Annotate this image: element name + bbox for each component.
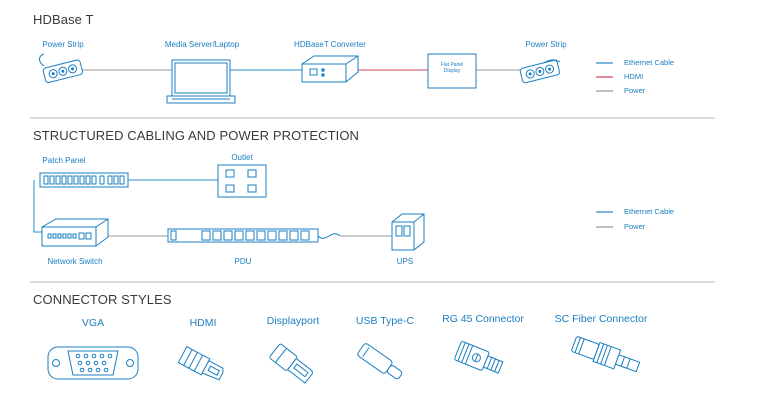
label-pdu: PDU: [234, 257, 252, 266]
connector-label-displayport: Displayport: [266, 315, 320, 327]
hdmi-connector-icon: [177, 346, 224, 381]
connector-label-vga: VGA: [81, 317, 105, 329]
usb-type-c-connector-icon: [357, 343, 403, 380]
laptop-icon: [166, 59, 236, 104]
legend-ethernet-label: Ethernet Cable: [624, 58, 675, 67]
label-network-switch: Network Switch: [47, 257, 103, 266]
rg45-connector-icon: [454, 341, 504, 374]
network-switch-icon: [41, 218, 109, 247]
label-outlet: Outlet: [231, 153, 253, 162]
connector-label-sc-fiber: SC Fiber Connector: [554, 313, 648, 325]
label-patch-panel: Patch Panel: [42, 156, 86, 165]
legend2-power-label: Power: [624, 222, 646, 231]
power-strip-right-icon: [519, 59, 561, 84]
patch-panel-icon: [39, 172, 129, 188]
label-media-server: Media Server/Laptop: [164, 40, 240, 49]
pdu-icon: [167, 228, 341, 243]
ethernet-patch-to-switch: [33, 180, 42, 233]
outlet-icon: [217, 164, 267, 198]
label-ups: UPS: [396, 257, 414, 266]
ups-icon: [391, 213, 425, 251]
label-converter: HDBaseT Converter: [294, 40, 366, 49]
connector-label-hdmi: HDMI: [189, 317, 217, 329]
power-strip-left-icon: [39, 53, 83, 84]
sc-fiber-connector-icon: [571, 336, 641, 373]
section-title-hdbase: HDBase T: [33, 12, 94, 27]
connector-label-usb-type-c: USB Type-C: [355, 315, 415, 327]
label-power-strip-right: Power Strip: [525, 40, 567, 49]
vga-connector-icon: [47, 346, 139, 380]
connector-label-rg45: RG 45 Connector: [442, 313, 524, 325]
label-power-strip-left: Power Strip: [42, 40, 84, 49]
label-flat-panel-display: Flat Panel Display: [440, 62, 464, 74]
displayport-connector-icon: [269, 343, 313, 384]
legend-hdmi-label: HDMI: [624, 72, 644, 81]
converter-icon: [301, 55, 359, 83]
section-title-connectors: CONNECTOR STYLES: [33, 292, 172, 307]
section-title-structured: STRUCTURED CABLING AND POWER PROTECTION: [33, 128, 360, 143]
legend2-ethernet-label: Ethernet Cable: [624, 207, 675, 216]
legend-power-label: Power: [624, 86, 646, 95]
flat-panel-display-icon: [427, 53, 477, 89]
